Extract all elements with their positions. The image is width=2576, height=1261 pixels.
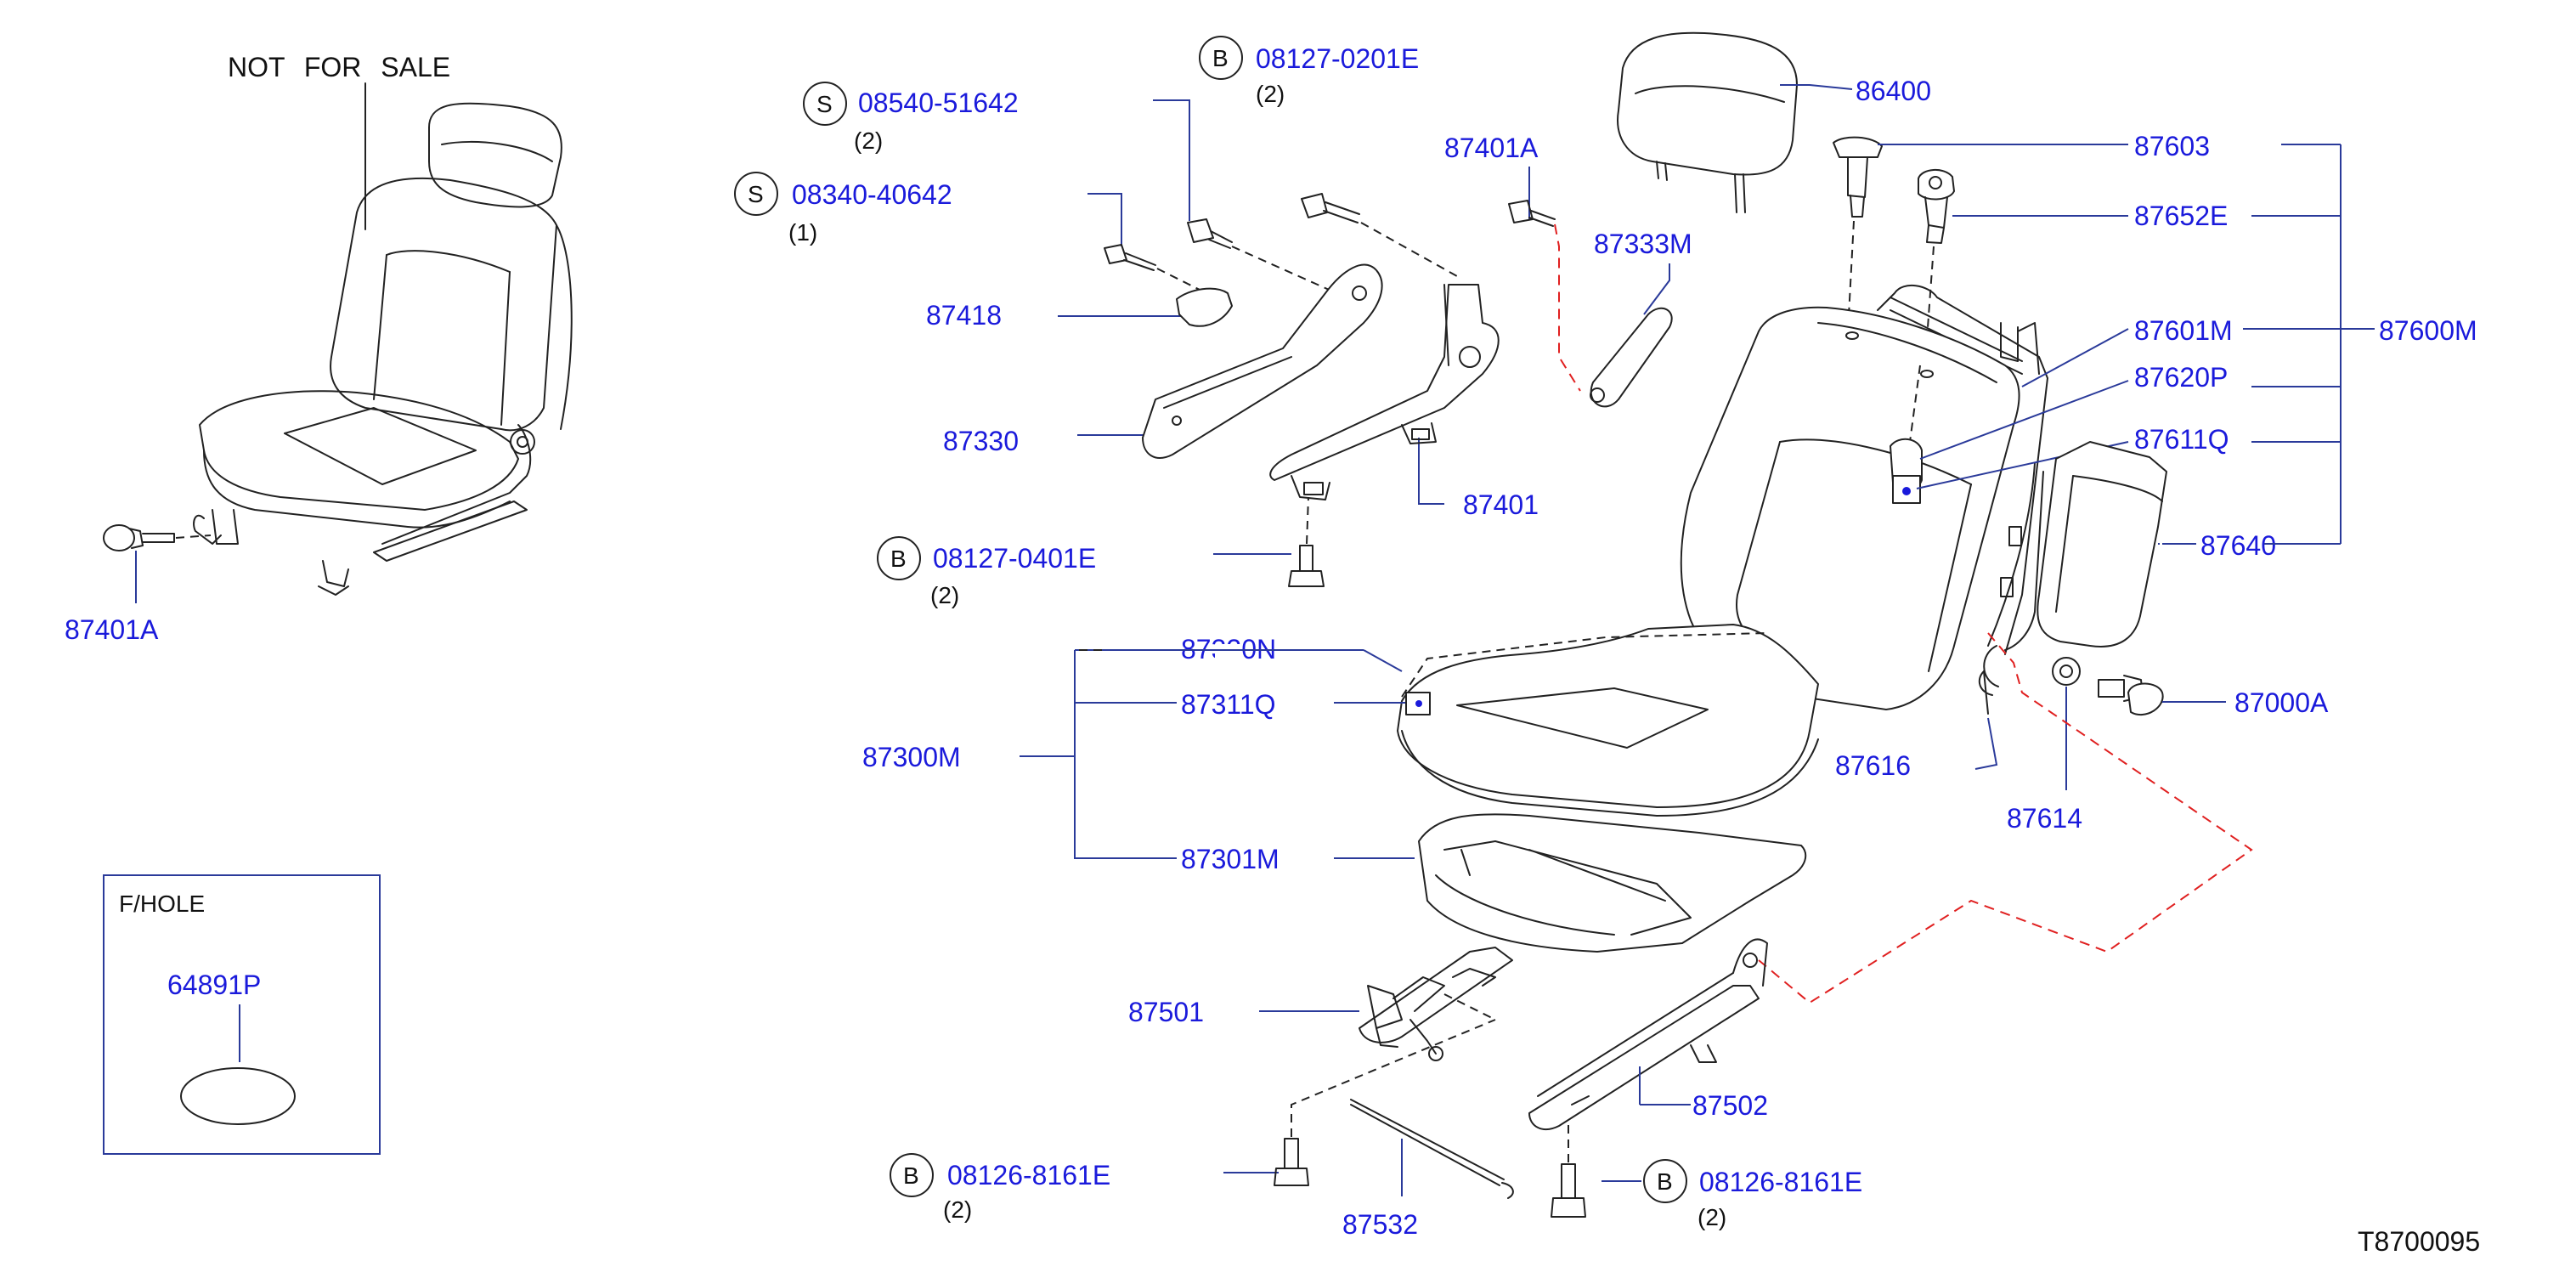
bolt-08126-8161E-left: B 08126-8161E (2) [890,993,1496,1223]
screw-badge-letter: S [816,91,833,117]
rail-87501: 87501 [1128,947,1513,1061]
part-87652E[interactable]: 87652E [2134,201,2228,231]
part-87603[interactable]: 87603 [2134,131,2210,161]
part-87620P[interactable]: 87620P [2134,362,2228,393]
guide-87652E: 87652E [1918,169,2228,375]
shield-87333M: 87333M [1590,229,1692,408]
part-87601M[interactable]: 87601M [2134,315,2233,346]
part-87640[interactable]: 87640 [2200,530,2276,561]
bolt-badge [877,536,921,580]
bolt-badge-letter: B [1212,45,1229,71]
headrest-86400: 86400 [1617,31,1931,213]
recliner-87401: 87401 [1269,284,1539,520]
qty-08127-0401E: (2) [930,582,959,608]
part-87502[interactable]: 87502 [1692,1090,1768,1121]
part-08126-8161E-right[interactable]: 08126-8161E [1699,1167,1862,1197]
part-08127-0201E[interactable]: 08127-0201E [1256,43,1419,74]
f-hole-title: F/HOLE [119,891,205,917]
clip-87611Q: 87611Q [1892,424,2229,504]
qty-08540: (2) [854,127,883,154]
screw-08340-40642: S 08340-40642 (1) [734,172,1216,298]
part-87330[interactable]: 87330 [943,426,1019,456]
part-87311Q[interactable]: 87311Q [1181,689,1276,720]
qty-08340: (1) [788,219,817,246]
rail-87502: 87502 [1528,938,1768,1130]
qty-08126-right: (2) [1698,1204,1726,1230]
lead-87601M: 87601M [2021,315,2233,387]
part-87401A-left[interactable]: 87401A [65,614,159,645]
labels-87300M-group: 87320N 87311Q 87301M 87300M [862,634,1431,874]
bolt-badge [1643,1159,1687,1203]
bolt-badge [890,1153,934,1197]
part-87401[interactable]: 87401 [1463,489,1539,520]
cushion-87300M [1397,624,1819,953]
drawing-id: T8700095 [2358,1226,2480,1257]
part-08126-8161E-left[interactable]: 08126-8161E [947,1160,1110,1190]
wire-87532: 87532 [1342,1099,1514,1240]
part-87611Q[interactable]: 87611Q [2134,424,2229,455]
bolt-87401A: 87401A [1444,133,1581,392]
washer-87614: 87614 [2007,657,2082,834]
part-64891P[interactable]: 64891P [167,970,261,1000]
bolt-badge-letter: B [903,1162,919,1189]
guide-87603: 87603 [1833,131,2210,332]
part-87333M[interactable]: 87333M [1594,229,1692,259]
bolt-08126-8161E-right: B 08126-8161E (2) [1551,1123,1862,1230]
part-08340-40642[interactable]: 08340-40642 [792,179,952,210]
bolt-badge-letter: B [890,546,907,572]
qty-08126-left: (2) [943,1196,972,1223]
bolt-badge-letter: B [1657,1168,1673,1195]
bolt-08127-0201E: B 08127-0201E (2) [1199,36,1458,277]
qty-08127-0201E: (2) [1256,81,1285,107]
part-86400[interactable]: 86400 [1856,76,1931,106]
f-hole-box: F/HOLE 64891P [103,874,381,1155]
part-87300M[interactable]: 87300M [862,742,961,772]
bracket-lines-87600M: 87600M [2243,144,2477,545]
plug-64891P-shape [180,1067,296,1125]
part-87532[interactable]: 87532 [1342,1209,1418,1240]
part-08540-51642[interactable]: 08540-51642 [858,88,1019,118]
screw-08540-51642: S 08540-51642 (2) [803,82,1343,297]
part-87501[interactable]: 87501 [1128,997,1204,1027]
part-08127-0401E[interactable]: 08127-0401E [933,543,1096,574]
cover-87640: 87640 [2037,441,2276,647]
part-87301M[interactable]: 87301M [1181,844,1280,874]
not-for-sale-seat-illustration: NOT FOR SALE 87401A [65,52,573,645]
part-87616[interactable]: 87616 [1835,750,1911,781]
screw-badge-letter: S [748,181,764,207]
bolt-badge [1199,36,1243,80]
cover-87418: 87418 [926,287,1233,331]
backrest-87600M [1680,284,2048,710]
part-87401A[interactable]: 87401A [1444,133,1539,163]
part-87614[interactable]: 87614 [2007,803,2082,834]
cover-87616: 87616 [1835,645,1999,781]
part-87600M[interactable]: 87600M [2379,315,2477,346]
bolt-87000A: 87000A [2098,675,2329,718]
screw-badge [734,172,778,216]
cover-87330: 87330 [943,263,1383,459]
part-87418[interactable]: 87418 [926,300,1002,331]
not-for-sale-label: NOT FOR SALE [228,52,450,82]
bolt-08127-0401E: B 08127-0401E (2) [877,496,1325,608]
part-87000A[interactable]: 87000A [2234,687,2329,718]
screw-badge [803,82,847,126]
